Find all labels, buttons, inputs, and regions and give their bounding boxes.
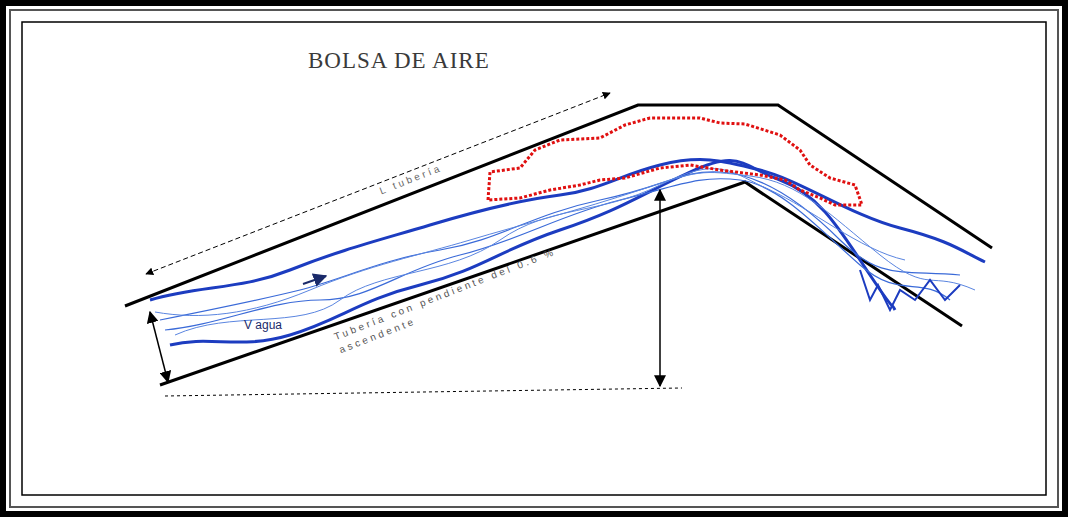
height-dimension: [659, 190, 661, 386]
air-pocket: [488, 118, 862, 205]
outer-frame: [3, 3, 1065, 514]
water-flow: [150, 160, 985, 345]
length-dimension: [146, 93, 610, 274]
diagram-title: BOLSA DE AIRE: [308, 48, 490, 74]
inner-frame: [10, 10, 1058, 507]
velocity-arrow: [303, 276, 326, 284]
diameter-dimension: [150, 312, 168, 382]
pipe-wall: [125, 105, 992, 385]
reference-line: [165, 388, 682, 396]
inner-frame: [22, 22, 1046, 495]
velocity-label: V agua: [244, 318, 282, 332]
